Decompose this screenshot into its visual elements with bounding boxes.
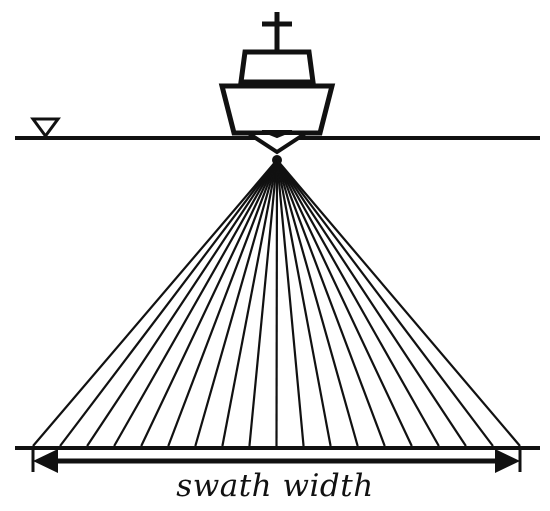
swath-width-arrow xyxy=(31,449,522,473)
sonar-beam xyxy=(86,159,278,447)
sonar-beam xyxy=(59,159,278,447)
sonar-beam xyxy=(221,159,279,447)
sonar-beam xyxy=(275,159,332,447)
ship-cabin xyxy=(238,49,316,85)
sonar-beam xyxy=(194,159,279,447)
cross-mast-icon xyxy=(262,12,292,52)
sonar-beam xyxy=(276,159,440,447)
sonar-beam xyxy=(276,159,413,447)
ship-icon xyxy=(218,12,336,155)
sonar-beam xyxy=(140,159,278,447)
sonar-beam xyxy=(276,159,494,447)
sonar-beam xyxy=(32,159,278,447)
ship-hull xyxy=(218,83,336,136)
sonar-beam xyxy=(113,159,278,447)
sonar-beam xyxy=(275,159,305,447)
sonar-beam xyxy=(276,159,467,447)
sonar-beams xyxy=(32,159,521,447)
sonar-beam xyxy=(275,159,279,447)
swath-arrow-left-head xyxy=(33,449,58,473)
ship-keel-dark xyxy=(261,130,293,139)
sonar-beam xyxy=(167,159,279,447)
water-level-triangle-icon xyxy=(30,117,61,139)
swath-arrow-right-head xyxy=(495,449,520,473)
sonar-beam xyxy=(275,159,386,447)
sonar-beam xyxy=(248,159,279,447)
sonar-beam xyxy=(276,159,521,447)
swath-width-label: swath width xyxy=(176,468,374,504)
sonar-beam xyxy=(275,159,359,447)
